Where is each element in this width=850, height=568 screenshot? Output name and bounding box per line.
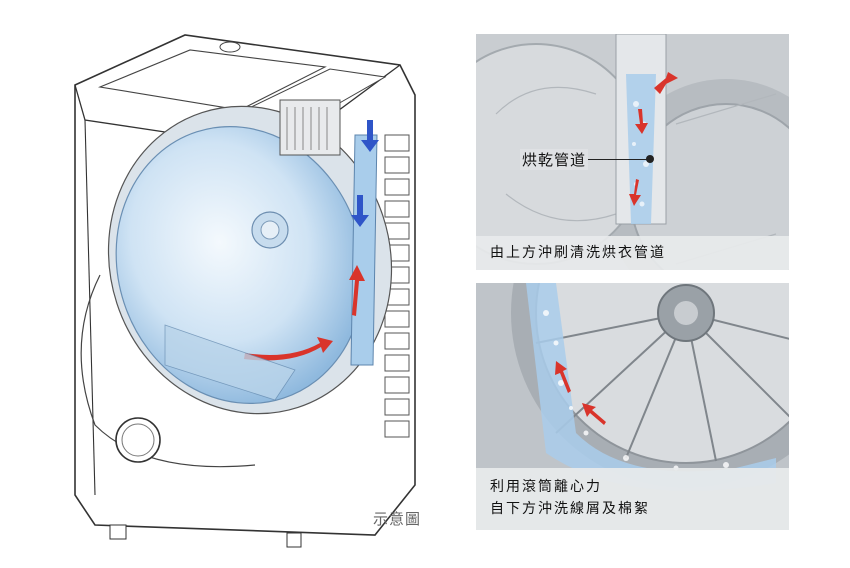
dryer-duct-caption: 由上方沖刷清洗烘衣管道 — [476, 236, 789, 270]
illustration-note: 示意圖 — [373, 510, 422, 528]
red-flow-arrow-icon — [555, 361, 606, 425]
drum-rinse-caption-line1: 利用滾筒離心力 — [490, 479, 602, 495]
blue-flow-arrow-icon — [351, 120, 379, 227]
callout-leader-line — [588, 159, 648, 160]
drum-rinse-caption-line2: 自下方沖洗線屑及棉絮 — [490, 501, 650, 517]
dryer-duct-panel: 烘乾管道 由上方沖刷清洗烘衣管道 — [476, 34, 789, 270]
dryer-duct-callout: 烘乾管道 — [520, 149, 589, 170]
washer-cutaway-illustration — [74, 34, 416, 548]
drum-rinse-caption: 利用滾筒離心力 自下方沖洗線屑及棉絮 — [476, 468, 789, 530]
callout-leader-dot — [646, 155, 654, 163]
drum-rinse-panel: 利用滾筒離心力 自下方沖洗線屑及棉絮 — [476, 283, 789, 530]
red-flow-arrow-icon — [629, 72, 678, 206]
